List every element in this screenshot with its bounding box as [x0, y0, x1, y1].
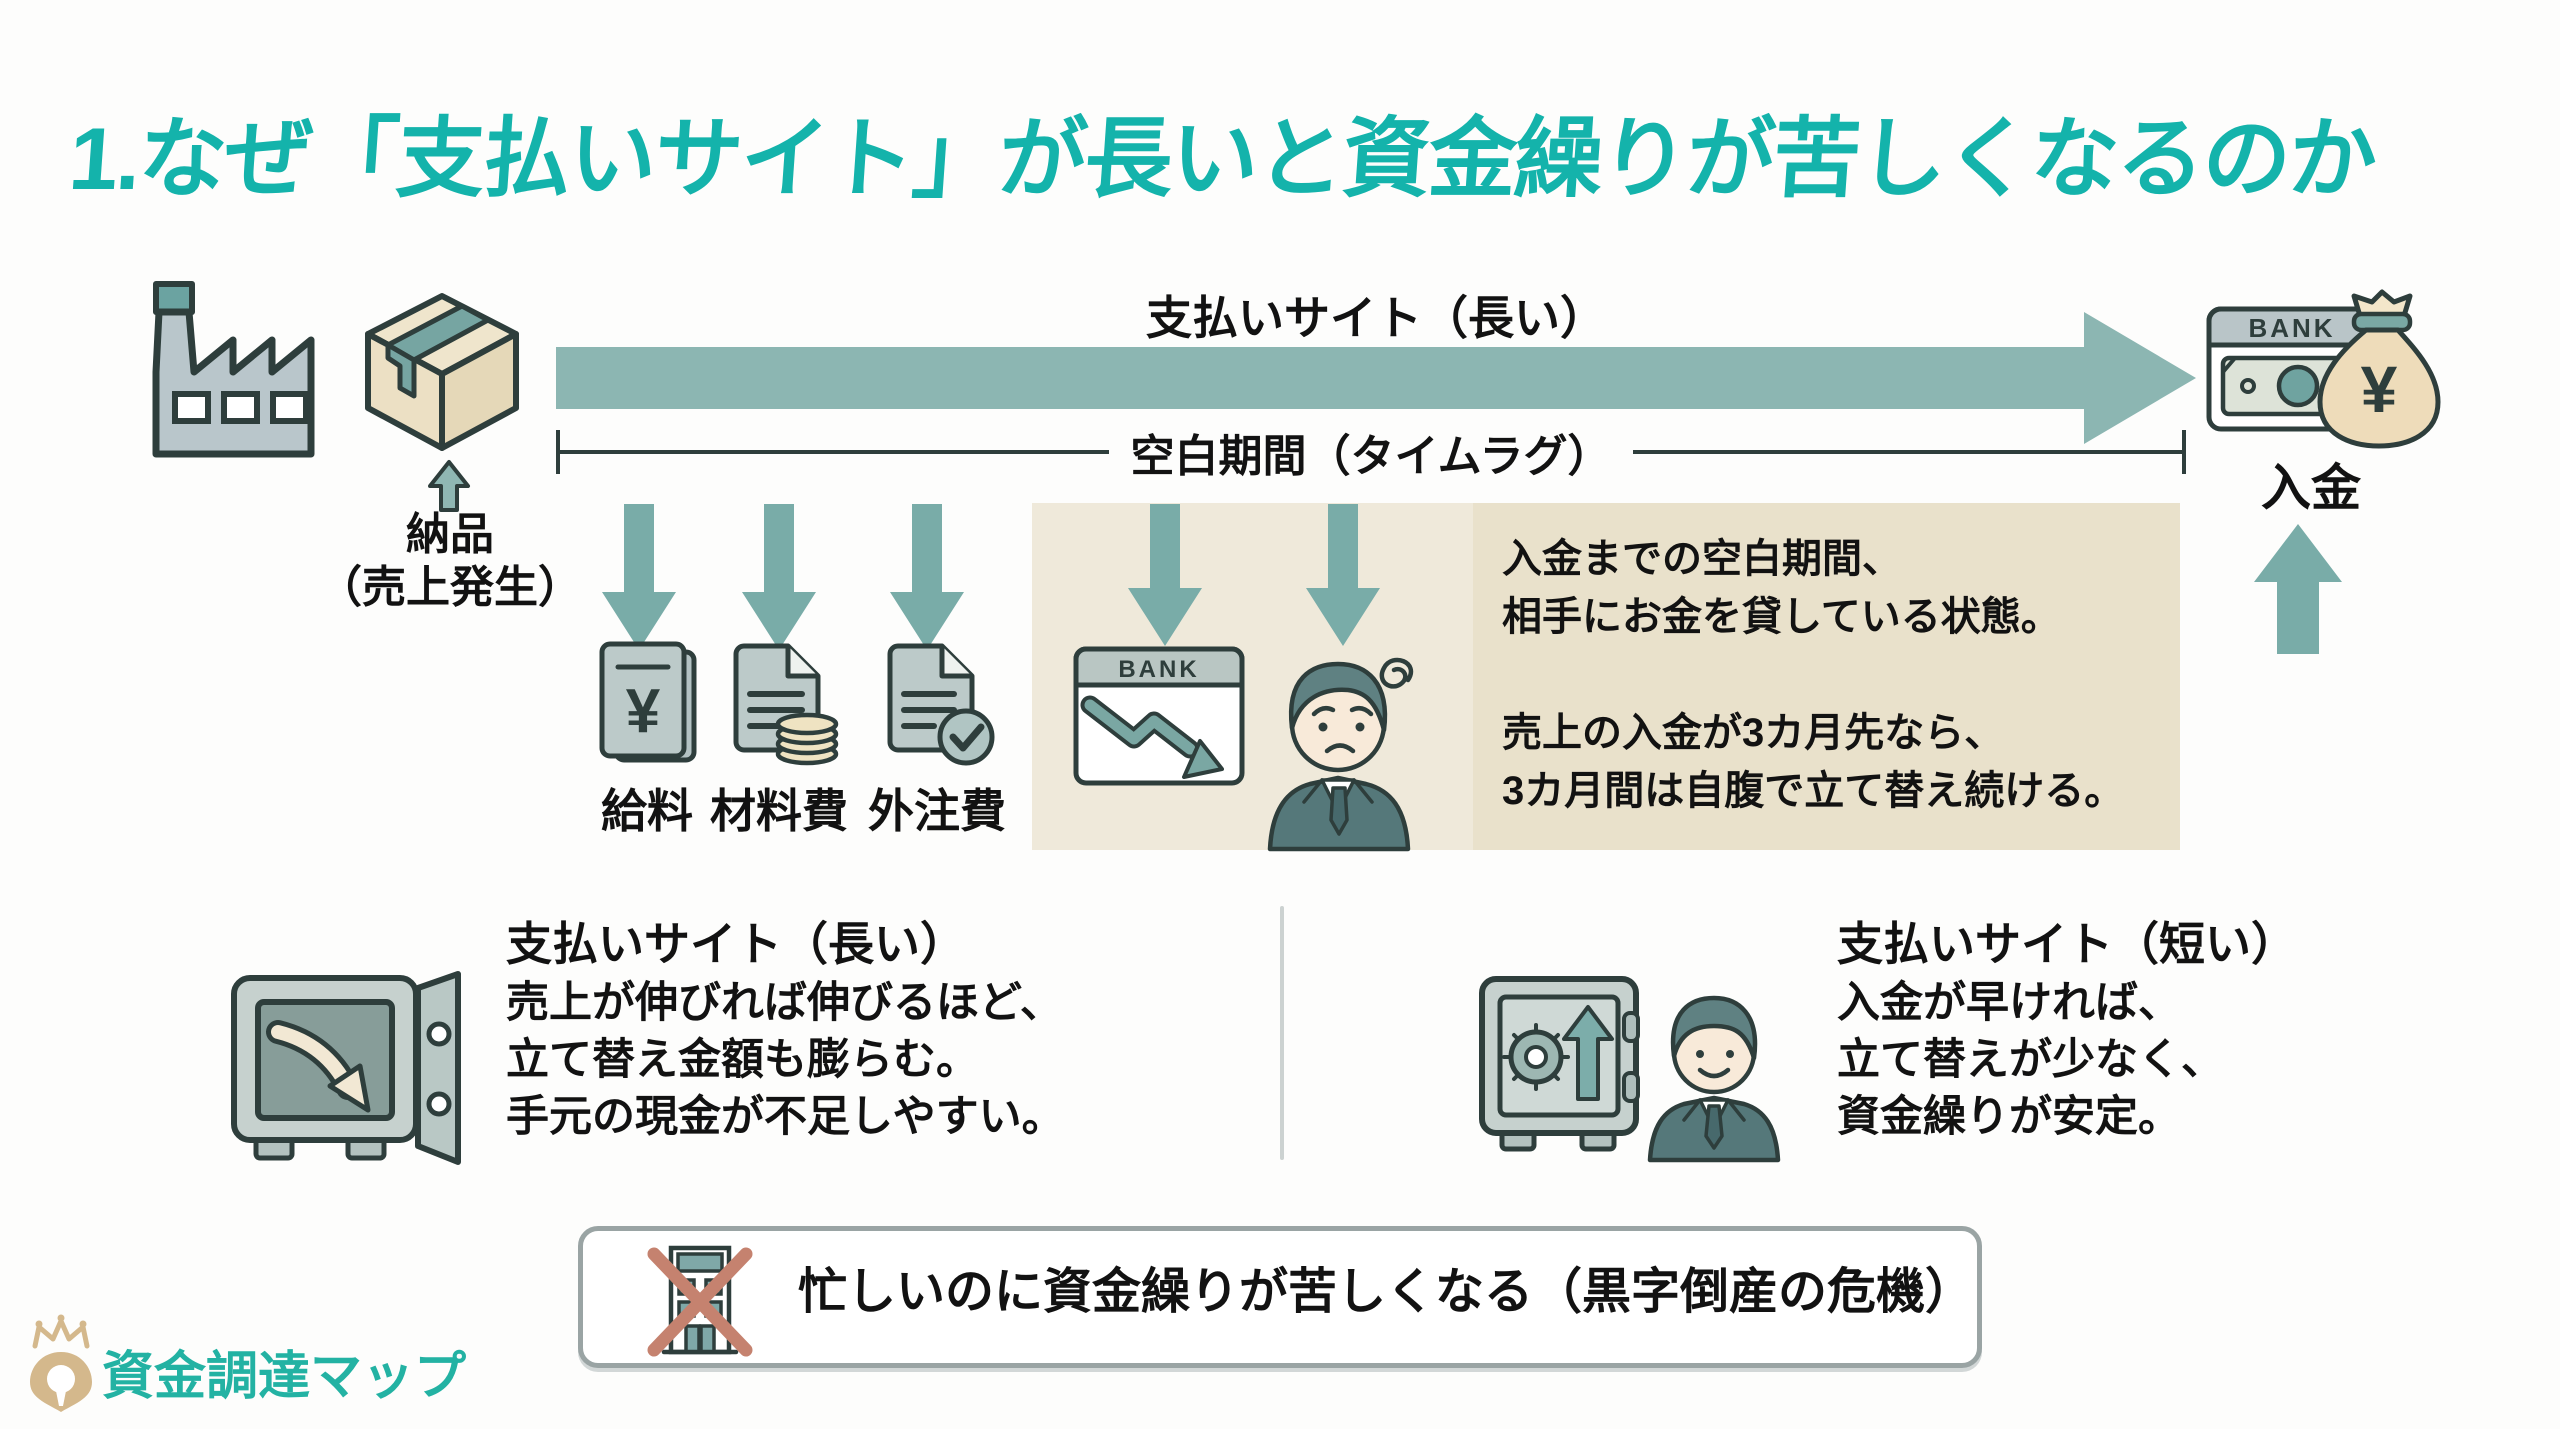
expense-label: 外注費: [868, 785, 1006, 837]
expense-label: 材料費: [710, 785, 848, 837]
crown-pin-logo-icon: [22, 1312, 98, 1412]
bracket-left-line: [560, 450, 1109, 454]
logo-text: 資金調達マップ: [102, 1348, 467, 1406]
delivery-label: 納品 （売上発生）: [318, 510, 582, 612]
section-divider: [1280, 906, 1284, 1160]
up-arrow-icon: [2254, 524, 2342, 654]
down-arrow-icon: [742, 504, 816, 650]
wallet-yen-icon: ¥: [596, 640, 700, 766]
gap-panel-text: 入金までの空白期間、 相手にお金を貸している状態。 売上の入金が3カ月先なら、 …: [1502, 537, 2125, 813]
bank-decline-chart-icon: BANK: [1072, 645, 1246, 787]
worried-businessman-icon: [1254, 638, 1432, 852]
money-bag-icon: ¥: [2310, 288, 2448, 452]
gap-period-bracket: 空白期間（タイムラグ）: [556, 430, 2187, 481]
factory-icon: [128, 276, 333, 468]
expense-label: 給料: [601, 785, 693, 837]
delivery-up-arrow-icon: [428, 460, 470, 512]
page-title: 1.なぜ「支払いサイト」が長いと資金繰りが苦しくなるのか: [66, 109, 2379, 208]
down-arrow-icon: [890, 504, 964, 650]
deposit-label: 入金: [2261, 460, 2361, 516]
down-arrow-icon: [1306, 504, 1380, 646]
svg-text:BANK: BANK: [2248, 313, 2335, 343]
down-arrow-icon: [602, 504, 676, 650]
short-term-heading: 支払いサイト（短い）: [1837, 918, 2297, 970]
bracket-right-tick: [2182, 430, 2187, 474]
document-check-icon: [882, 638, 996, 768]
warning-text: 忙しいのに資金繰りが苦しくなる（黒字倒産の危機）: [798, 1265, 1975, 1319]
gap-period-text-panel: [1473, 503, 2180, 850]
crossed-building-icon: [640, 1240, 760, 1360]
svg-text:BANK: BANK: [1118, 656, 1199, 683]
svg-text:¥: ¥: [2361, 352, 2398, 426]
long-term-body: 売上が伸びれば伸びるほど、 立て替え金額も膨らむ。 手元の現金が不足しやすい。: [506, 979, 1065, 1141]
document-coins-icon: [726, 638, 840, 768]
package-box-icon: [358, 288, 526, 456]
long-term-heading: 支払いサイト（長い）: [506, 918, 966, 970]
gap-period-label: 空白期間（タイムラグ）: [1130, 432, 1612, 481]
svg-text:¥: ¥: [626, 677, 661, 746]
short-term-body: 入金が早ければ、 立て替えが少なく、 資金繰りが安定。: [1837, 979, 2224, 1141]
long-right-arrow-icon: [556, 310, 2196, 446]
payment-term-long-arrow-label: 支払いサイト（長い）: [1146, 292, 1606, 344]
closed-safe-icon: [1476, 973, 1654, 1157]
bracket-right-line: [1633, 450, 2183, 454]
bracket-left-tick: [556, 430, 560, 474]
warning-box: [578, 1226, 1982, 1368]
smiling-businessman-icon: [1638, 976, 1790, 1163]
down-arrow-icon: [1128, 504, 1202, 646]
open-safe-icon: [226, 970, 464, 1166]
